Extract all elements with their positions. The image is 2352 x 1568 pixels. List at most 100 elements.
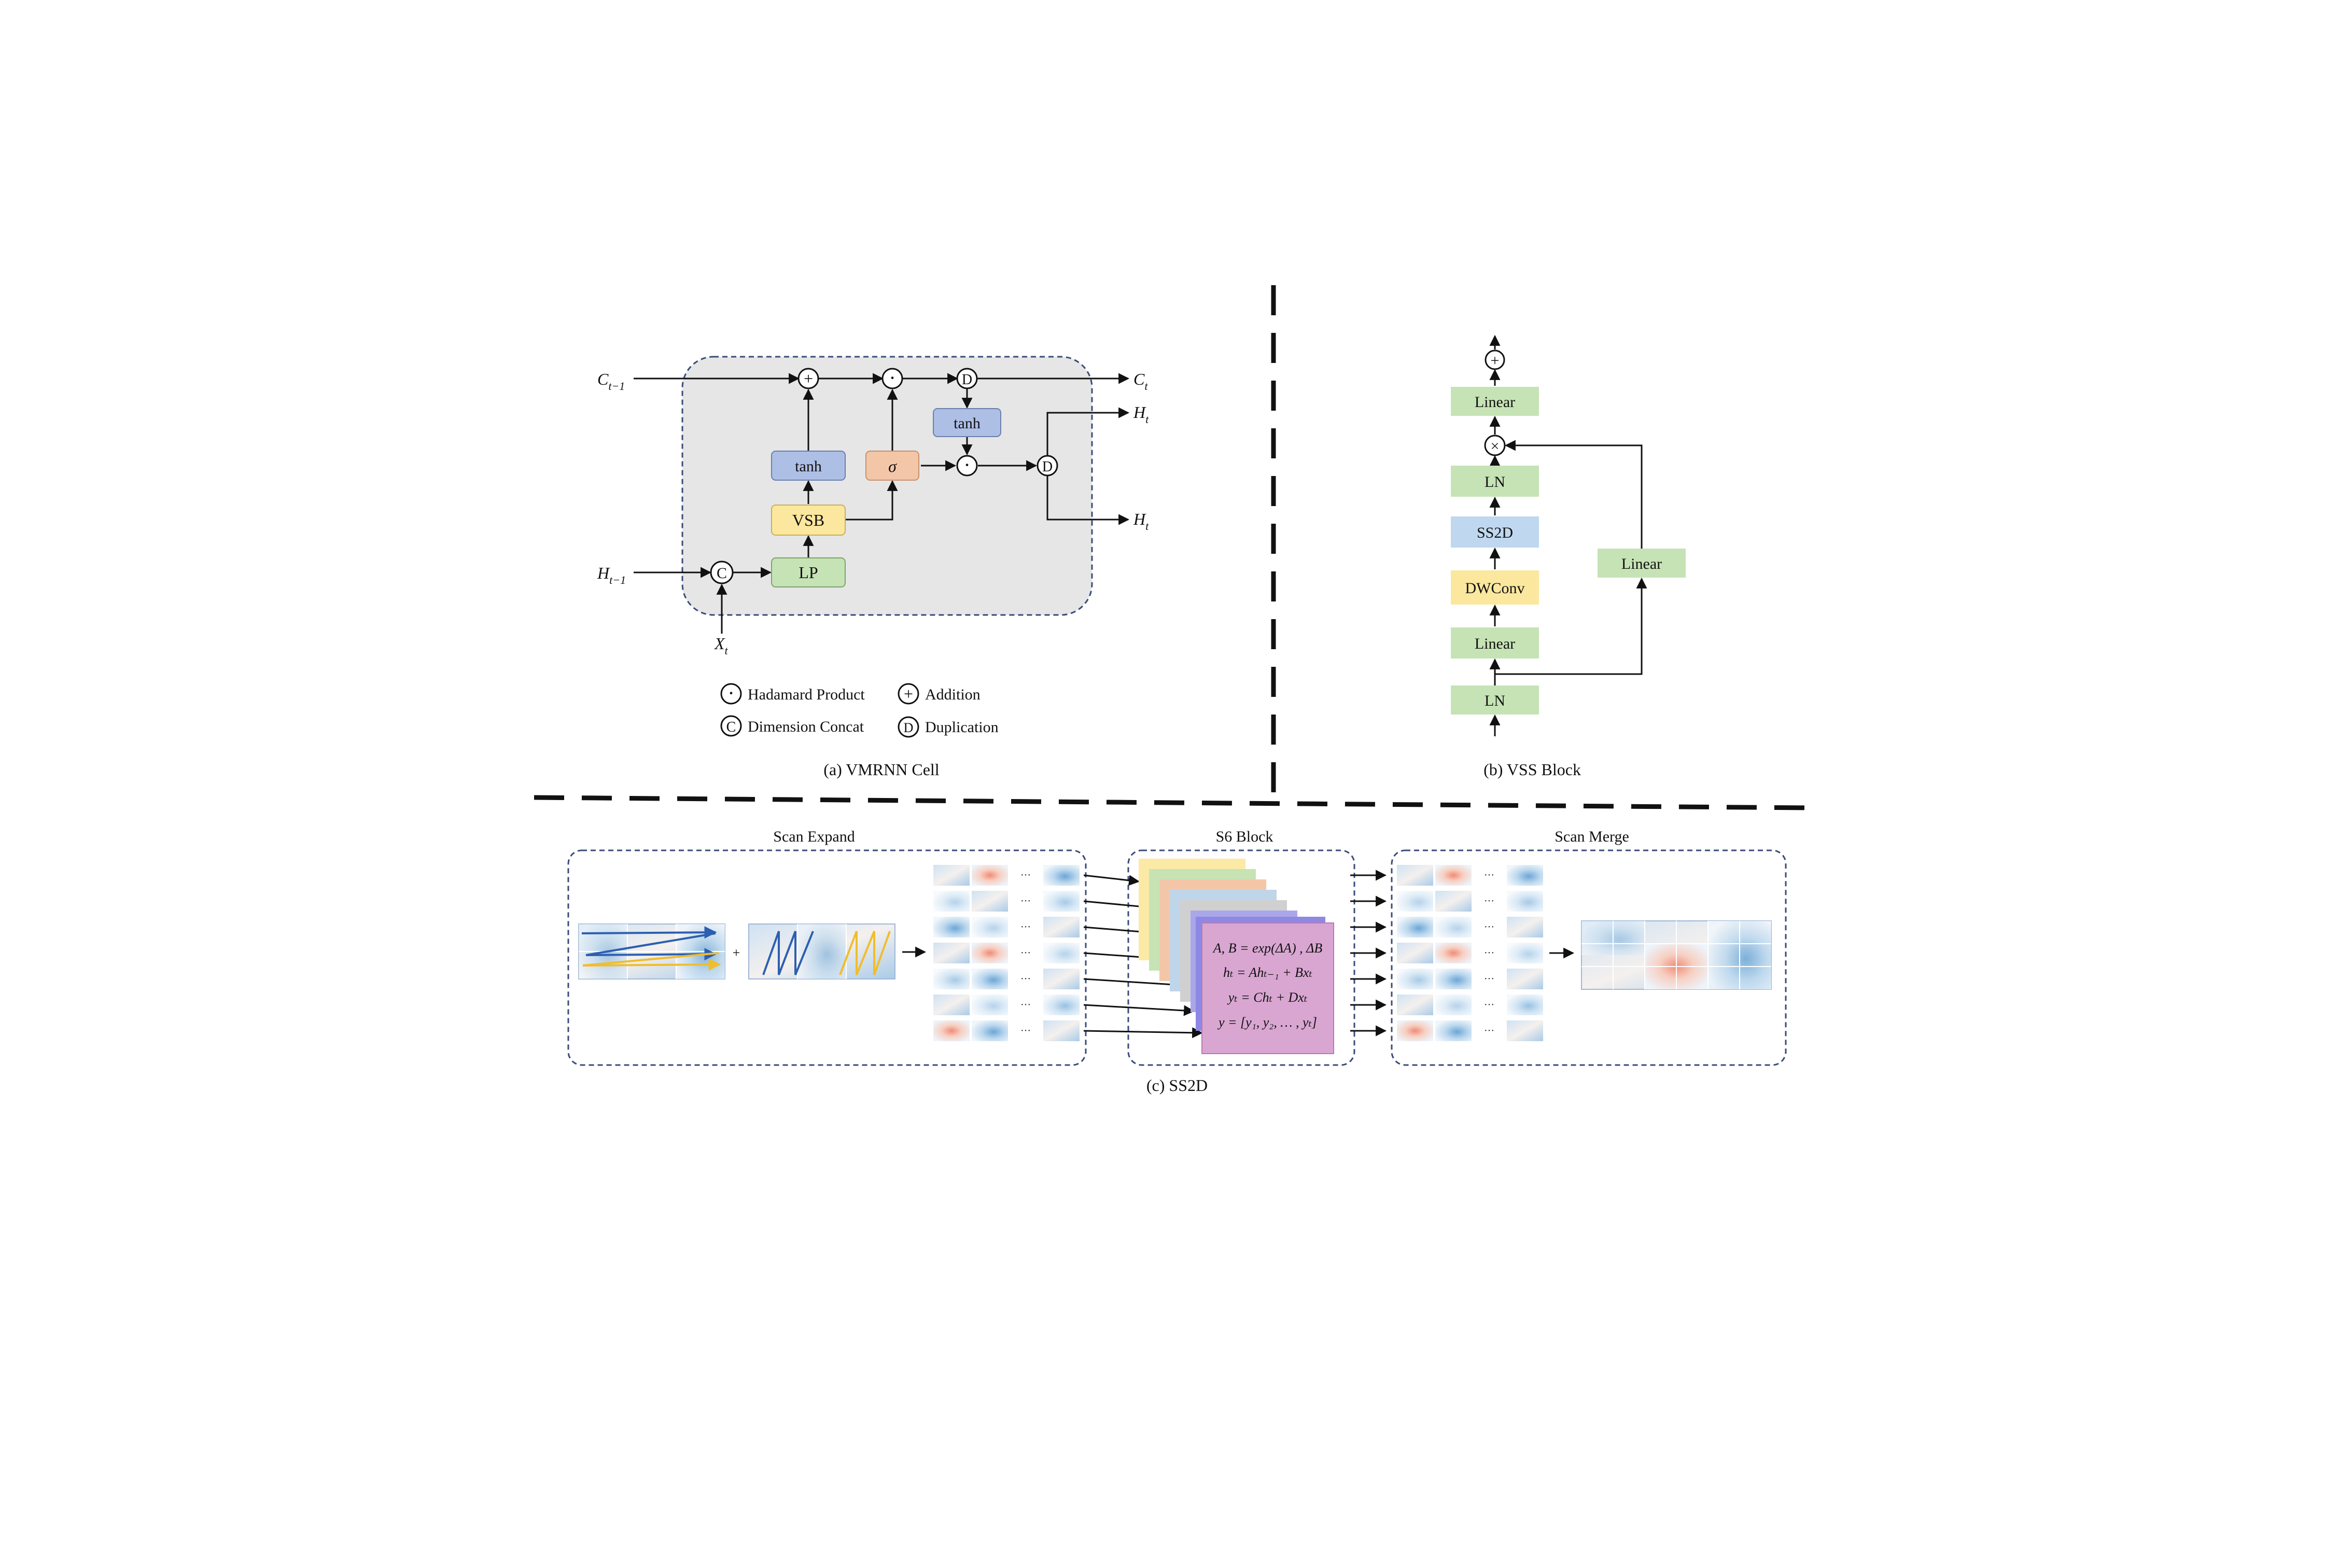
- h-t-letter: H: [1133, 403, 1146, 422]
- legend-concat-label: Dimension Concat: [748, 718, 864, 735]
- hadamard-operator-right: ·: [956, 453, 978, 477]
- edge: [1504, 440, 1643, 550]
- sequence-row: ···: [933, 891, 1080, 912]
- vss-add-operator: +: [1485, 349, 1505, 370]
- s6-block-box: [1127, 849, 1355, 1066]
- linear-label: Linear: [1475, 635, 1515, 652]
- scan-path: [585, 948, 717, 961]
- legend-addition-label: Addition: [925, 686, 981, 703]
- h-t-label-top: Ht: [1133, 403, 1149, 426]
- sigma-label: σ: [888, 457, 897, 475]
- vss-linear-top: Linear: [1451, 387, 1539, 416]
- add-operator: +: [797, 368, 819, 389]
- duplication-operator-right: D: [1037, 455, 1058, 477]
- ellipsis: ···: [1020, 870, 1031, 881]
- sequence-row: ···: [933, 969, 1080, 989]
- hadamard-symbol: ·: [963, 453, 970, 477]
- ellipsis: ···: [1484, 895, 1494, 907]
- add-symbol: +: [1491, 352, 1500, 369]
- sequence-row: ···: [1397, 891, 1543, 912]
- legend-duplication-icon: D: [904, 720, 914, 735]
- ss2d-label: SS2D: [1477, 524, 1513, 541]
- edge: [845, 480, 898, 521]
- sequence-row: ···: [1397, 943, 1543, 963]
- sequence-row: ···: [933, 995, 1080, 1015]
- vss-ln-bottom: LN: [1451, 685, 1539, 715]
- merged-output-map: [1581, 920, 1772, 990]
- edge: [1046, 476, 1130, 525]
- c-t-letter: C: [1133, 370, 1145, 388]
- scan-path: [762, 931, 814, 975]
- vss-caption: (b) VSS Block: [1483, 760, 1581, 779]
- hadamard-symbol: ·: [889, 366, 895, 389]
- scan-merge-box: [1391, 849, 1787, 1066]
- dup-symbol: D: [962, 372, 972, 388]
- input-feature-map-row-scan: [578, 923, 725, 979]
- equation-h: hₜ = Ahₜ₋₁ + Bxₜ: [1223, 965, 1313, 980]
- dup-symbol: D: [1042, 459, 1053, 475]
- h-prev-label: Ht−1: [597, 564, 626, 586]
- h-t-letter: H: [1133, 510, 1146, 528]
- sequence-row: ···: [933, 1020, 1080, 1041]
- ellipsis: ···: [1484, 999, 1494, 1011]
- vmrnn-legend: · Hadamard Product + Addition C Dimensio…: [720, 681, 999, 738]
- ellipsis: ···: [1484, 973, 1494, 985]
- scan-merge-title: Scan Merge: [1555, 828, 1629, 845]
- linear-label: Linear: [1475, 394, 1515, 411]
- edge: [1495, 577, 1647, 675]
- sequence-row: ···: [1397, 917, 1543, 937]
- ss2d-caption: (c) SS2D: [1146, 1076, 1208, 1095]
- vmrnn-caption: (a) VMRNN Cell: [823, 760, 940, 779]
- lp-block: LP: [771, 557, 846, 587]
- ellipsis: ···: [1484, 921, 1494, 933]
- legend-hadamard-icon: ·: [727, 681, 734, 705]
- vss-linear-side: Linear: [1598, 549, 1686, 578]
- vss-ln-mid: LN: [1451, 466, 1539, 497]
- vsb-block: VSB: [771, 505, 846, 536]
- tanh-label: tanh: [954, 415, 981, 432]
- legend-duplication-label: Duplication: [925, 719, 999, 736]
- lp-label: LP: [799, 563, 818, 582]
- tanh-block-right: tanh: [933, 408, 1001, 437]
- c-t-label: Ct: [1133, 370, 1148, 393]
- sequence-row: ···: [933, 943, 1080, 963]
- concat-symbol: C: [717, 565, 727, 582]
- arrows-from-s6: [1350, 870, 1387, 1037]
- sequence-row: ···: [1397, 969, 1543, 989]
- equation-ab: A, B = exp(ΔA) , ΔB: [1212, 941, 1323, 956]
- legend-concat-icon: C: [726, 719, 736, 735]
- vss-dwconv: DWConv: [1451, 570, 1539, 605]
- h-t-subscript: t: [1145, 413, 1149, 426]
- ss2d-panel: Scan Expand S6 Block Scan Merge +: [567, 828, 1787, 1095]
- ellipsis: ···: [1020, 1025, 1031, 1037]
- c-prev-label: Ct−1: [597, 370, 625, 393]
- sigmoid-block: σ: [865, 451, 919, 481]
- equation-y: y = [y₁, y₂, … , yₜ]: [1217, 1015, 1317, 1030]
- ln-label: LN: [1485, 473, 1505, 491]
- input-feature-map-column-scan: [748, 923, 895, 979]
- vss-multiply-operator: ×: [1484, 435, 1506, 456]
- concat-operator: C: [710, 561, 734, 584]
- scan-path: [582, 952, 719, 967]
- sequence-row: ···: [1397, 865, 1543, 886]
- h-t-label-bottom: Ht: [1133, 510, 1149, 533]
- ellipsis: ···: [1020, 895, 1031, 907]
- s6-front-layer: [1201, 922, 1334, 1054]
- mult-symbol: ×: [1491, 438, 1500, 455]
- h-prev-subscript: t−1: [609, 573, 626, 586]
- arrows-to-s6: [1083, 874, 1203, 1039]
- legend-hadamard-label: Hadamard Product: [748, 686, 865, 703]
- tanh-block-left: tanh: [771, 451, 846, 481]
- scan-path: [582, 958, 721, 971]
- hadamard-operator-top: ·: [881, 366, 903, 389]
- plus-symbol: +: [733, 945, 740, 960]
- vmrnn-cell-background: [681, 356, 1093, 616]
- add-symbol: +: [804, 369, 813, 388]
- ellipsis: ···: [1020, 973, 1031, 985]
- scan-path: [839, 931, 891, 975]
- ellipsis: ···: [1484, 947, 1494, 959]
- linear-label: Linear: [1621, 555, 1662, 572]
- duplication-operator-top: D: [956, 368, 978, 389]
- scan-path: [585, 932, 716, 956]
